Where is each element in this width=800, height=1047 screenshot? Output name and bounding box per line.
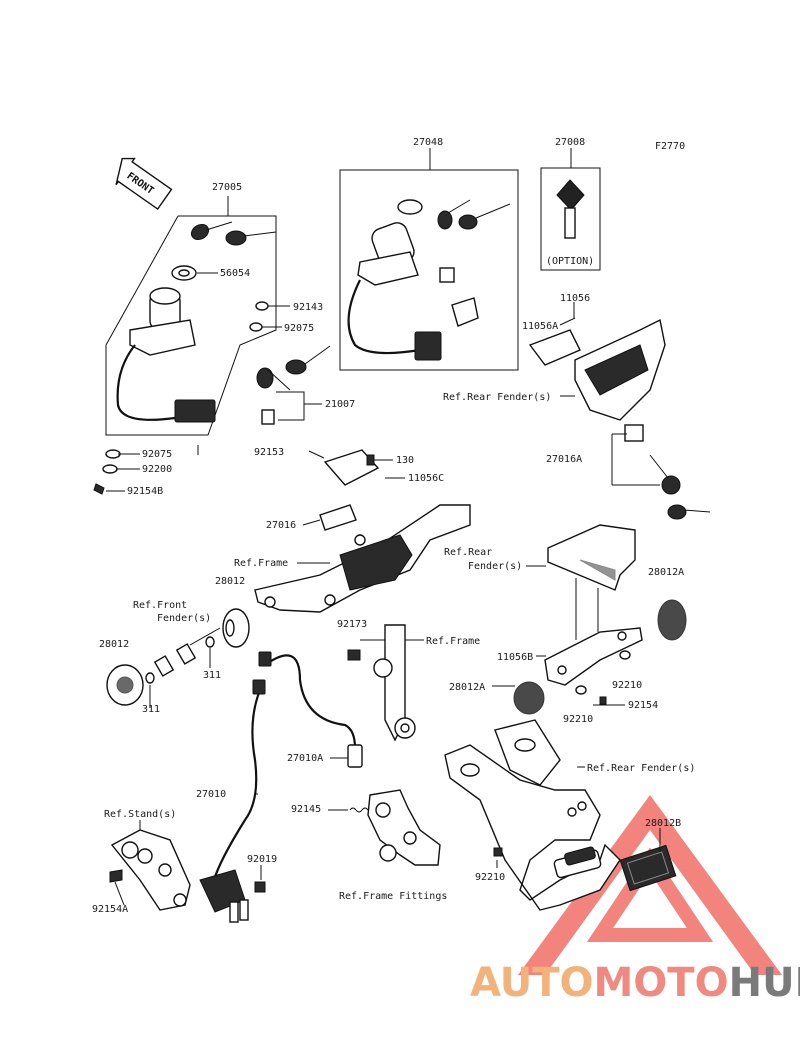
side-stand-switch-bracket [347, 624, 424, 742]
label-11056a: 11056A [522, 321, 558, 332]
label-11056: 11056 [560, 293, 590, 304]
label-92173: 92173 [337, 619, 367, 630]
label-28012a-1: 28012A [648, 567, 684, 578]
rear-fender-plate [547, 524, 636, 640]
key-icon [437, 199, 511, 230]
bracket-assembly [308, 449, 393, 531]
key-icon [649, 454, 711, 520]
reflector-mount [145, 636, 215, 708]
label-27005: 27005 [212, 182, 242, 193]
wire-27010 [212, 689, 262, 881]
label-ref-front-fender-2: Fender(s) [157, 613, 211, 624]
label-92154a: 92154A [92, 904, 128, 915]
ignition-cylinder-icon [129, 287, 196, 356]
label-ref-rear-fender-3: Ref.Rear Fender(s) [587, 763, 695, 774]
connector-icon [174, 399, 216, 423]
label-92210-c: 92210 [475, 872, 505, 883]
label-ref-rear-fender-1: Ref.Rear Fender(s) [443, 392, 551, 403]
option-label: (OPTION) [546, 256, 594, 267]
label-27016a: 27016A [546, 454, 582, 465]
label-28012a-2: 28012A [449, 682, 485, 693]
reflector-icon [657, 599, 687, 641]
front-arrow-icon: FRONT [115, 157, 173, 211]
ignition-switch-set-27005 [93, 196, 290, 495]
side-stand-switch [199, 869, 249, 923]
label-ref-frame-1: Ref.Frame [234, 558, 288, 569]
rear-reflector-28012b [619, 844, 677, 892]
label-27008: 27008 [555, 137, 585, 148]
label-21007: 21007 [325, 399, 355, 410]
label-56054: 56054 [220, 268, 250, 279]
label-28012-b: 28012 [99, 639, 129, 650]
watermark-part-1: AUTO [470, 960, 594, 1006]
label-92019: 92019 [247, 854, 277, 865]
label-130: 130 [396, 455, 414, 466]
label-92153: 92153 [254, 447, 284, 458]
leader-lines [114, 302, 661, 906]
key-set-21007 [256, 345, 331, 425]
label-311-b: 311 [142, 704, 160, 715]
reflector-icon [513, 681, 545, 715]
label-27010a: 27010A [287, 753, 323, 764]
label-92154: 92154 [628, 700, 658, 711]
reflector-icon [189, 608, 250, 648]
label-ref-rear-2b: Fender(s) [468, 561, 522, 572]
label-ref-frame-fittings: Ref.Frame Fittings [339, 891, 447, 902]
label-11056b: 11056B [497, 652, 533, 663]
seat-lock-housing [528, 317, 711, 520]
label-ref-frame-2: Ref.Frame [426, 636, 480, 647]
label-27016: 27016 [266, 520, 296, 531]
watermark-part-2: MOTO [593, 960, 729, 1006]
label-92145: 92145 [291, 804, 321, 815]
label-92075-a: 92075 [284, 323, 314, 334]
figure-code: F2770 [655, 141, 685, 152]
frame-structure [254, 504, 471, 613]
label-27010: 27010 [196, 789, 226, 800]
label-92075-b: 92075 [142, 449, 172, 460]
key-icon [190, 221, 277, 246]
label-92210-a: 92210 [612, 680, 642, 691]
label-92200: 92200 [142, 464, 172, 475]
label-92143: 92143 [293, 302, 323, 313]
connector-icon [414, 331, 442, 361]
stand-bracket [110, 829, 191, 911]
reflector-icon [106, 664, 144, 706]
bracket-11056b [544, 627, 643, 686]
key-blank-27008 [540, 148, 601, 271]
label-28012-a: 28012 [215, 576, 245, 587]
watermark-triangle [518, 795, 782, 975]
ignition-switch-set-27048 [339, 148, 519, 371]
wire-27010a [264, 654, 357, 749]
label-ref-rear-2a: Ref.Rear [444, 547, 492, 558]
label-311-a: 311 [203, 670, 221, 681]
watermark-part-3: HUB [728, 960, 800, 1006]
label-11056c: 11056C [408, 473, 444, 484]
rear-fender-lower [444, 719, 621, 911]
label-28012b: 28012B [645, 818, 681, 829]
label-92210-b: 92210 [563, 714, 593, 725]
label-92154b: 92154B [127, 486, 163, 497]
frame-fittings [367, 789, 441, 866]
label-ref-stand: Ref.Stand(s) [104, 809, 176, 820]
watermark-logo: AUTOMOTOHUB [470, 960, 800, 1006]
label-ref-front-fender-1: Ref.Front [133, 600, 187, 611]
label-27048: 27048 [413, 137, 443, 148]
